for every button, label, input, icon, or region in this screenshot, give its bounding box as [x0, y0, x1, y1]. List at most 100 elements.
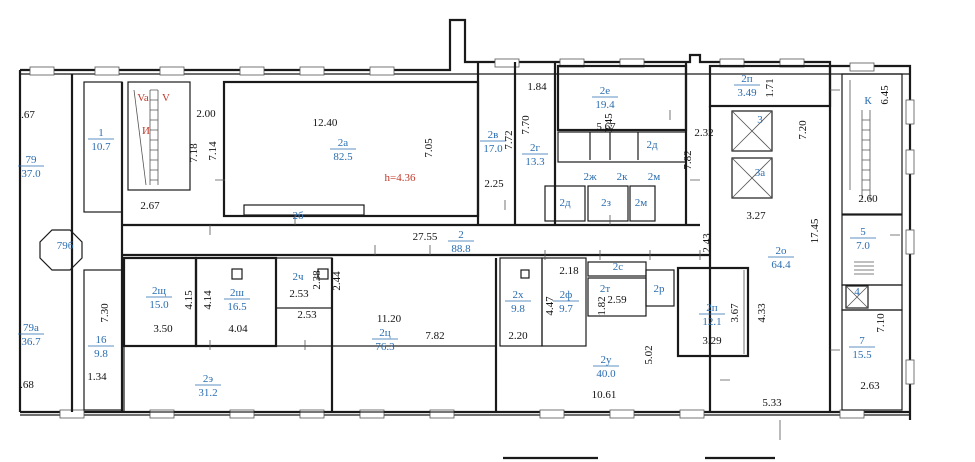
dimension-label: 2.63: [860, 380, 880, 392]
room-area: 10.7: [91, 141, 111, 153]
stair-treads: [133, 80, 874, 309]
room-tag: 2з: [601, 197, 611, 209]
dimension-label: 2.59: [607, 294, 627, 306]
dimension-label: 7.70: [520, 115, 532, 135]
dimension-label: .67: [21, 109, 35, 121]
stair-label: Va: [137, 92, 149, 104]
windows: [29, 58, 915, 419]
dimension-label: 2.18: [559, 265, 579, 277]
room-id: 2э: [203, 373, 214, 385]
dimension-label: 2.53: [297, 309, 317, 321]
ceiling-height-note: h=4.36: [385, 172, 416, 184]
dimension-label: 5.02: [643, 345, 655, 364]
room-area: 9.8: [511, 303, 525, 315]
dimension-label: 2.00: [196, 108, 216, 120]
room-tag: 4: [854, 286, 860, 298]
room-area: 7.0: [856, 240, 870, 252]
dimension-label: 7.14: [207, 141, 219, 161]
room-tag: 2д: [646, 139, 658, 151]
room-id: 2: [458, 229, 464, 241]
room-id: 2щ: [152, 285, 167, 297]
dimension-label: 2.32: [694, 127, 713, 139]
dimension-label: 10.61: [592, 389, 617, 401]
dimension-label: 2.67: [140, 200, 160, 212]
room-tag: 2м: [648, 171, 661, 183]
room-label: 79а 36.7: [18, 322, 44, 348]
dimension-label: 7.82: [425, 330, 444, 342]
dimension-label: 4.47: [544, 296, 556, 316]
room-area: 9.8: [94, 348, 108, 360]
dimension-label: 6.45: [879, 85, 891, 105]
room-tag: 3: [757, 114, 763, 126]
room-area: 15.5: [852, 349, 872, 361]
room-id: 2о: [776, 245, 788, 257]
room-tag: 2р: [654, 283, 666, 295]
dimension-label: 4.33: [756, 303, 768, 323]
room-id: 5: [860, 226, 866, 238]
room-area: 88.8: [451, 243, 471, 255]
room-tag: 2ч: [292, 271, 304, 283]
dimension-label: 5.67: [596, 121, 616, 133]
room-id: 79а: [23, 322, 39, 334]
dimension-label: 4.04: [228, 323, 248, 335]
room-label: 2ц 76.3: [372, 327, 398, 353]
room-label: 2у 40.0: [593, 354, 619, 380]
dimension-label: 2.38: [311, 270, 323, 290]
room-id: 2ш: [230, 287, 245, 299]
dimension-label: 27.55: [413, 231, 438, 243]
room-id: 2п: [706, 302, 718, 314]
room-id: 1: [98, 127, 104, 139]
room-area: 76.3: [375, 341, 395, 353]
room-tag: 3а: [755, 167, 766, 179]
room-tag: 2к: [617, 171, 629, 183]
room-label: 288.8: [448, 229, 474, 255]
dimension-label: 2.53: [289, 288, 309, 300]
room-area: 19.4: [595, 99, 615, 111]
room-tag: 2с: [613, 261, 624, 273]
room-tag: 2д: [559, 197, 571, 209]
door-ticks: [209, 89, 900, 440]
dimension-label: 4.15: [183, 290, 195, 310]
dimension-label: 7.10: [875, 313, 887, 333]
room-id: 2ф: [560, 289, 573, 301]
columns: [231, 268, 530, 280]
dimension-label: 7.72: [503, 130, 515, 149]
dimension-label: 3.50: [153, 323, 173, 335]
dimension-label: 7.20: [797, 120, 809, 140]
dimension-label: 17.45: [809, 218, 821, 243]
dimension-label: 5.33: [762, 397, 782, 409]
dimension-label: 2.25: [484, 178, 504, 190]
room-label: 2э 31.2: [195, 373, 221, 399]
dimension-label: 1.84: [527, 81, 547, 93]
dimension-label: 2.43: [701, 233, 713, 253]
room-id: 16: [96, 334, 108, 346]
room-area: 40.0: [596, 368, 616, 380]
room-id: 2ц: [379, 327, 391, 339]
room-label: 110.7: [88, 127, 114, 153]
room-area: 3.49: [737, 87, 757, 99]
dimension-label: 1.71: [764, 78, 776, 97]
room-area: 36.7: [21, 336, 41, 348]
dimension-label: 4.14: [202, 290, 214, 310]
room-id: 2х: [513, 289, 525, 301]
dimension-label: 7.82: [682, 150, 694, 169]
room-label: 2х9.8: [505, 289, 531, 315]
dimension-label: 3.27: [746, 210, 766, 222]
room-label: 79 37.0: [18, 154, 44, 180]
room-id: 2у: [601, 354, 613, 366]
stair-label: V: [162, 92, 170, 104]
dimension-label: 2.60: [858, 193, 878, 205]
stair-label: И: [142, 125, 150, 137]
dimension-label: 12.40: [313, 117, 338, 129]
room-area: 37.0: [21, 168, 41, 180]
room-label: 57.0: [850, 226, 876, 252]
dimension-label: 11.20: [377, 313, 402, 325]
room-id: 79: [26, 154, 38, 166]
room-area: 31.2: [198, 387, 217, 399]
